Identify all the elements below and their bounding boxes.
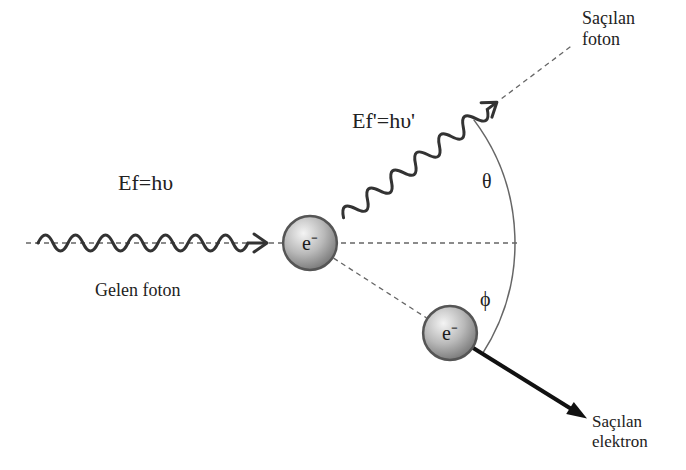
scattered-photon [338, 37, 579, 225]
annotation-label: Saçılan foton [582, 8, 662, 49]
angle-arc [474, 120, 515, 355]
dashed-connector [334, 258, 427, 318]
electron-sphere [423, 306, 477, 360]
electron-sphere [283, 216, 337, 270]
direction-line [502, 44, 574, 98]
annotation-label: Ef'=hυ' [352, 108, 415, 133]
annotation-label: ϕ [480, 288, 491, 311]
incoming-photon-wave [38, 235, 264, 251]
annotation-label: Gelen foton [95, 280, 180, 301]
scattered-photon-wave [339, 98, 499, 224]
annotation-label: Saçılan elektron [592, 412, 682, 451]
photon-arrowhead [481, 95, 502, 117]
annotation-label: Ef=hυ [118, 170, 173, 195]
annotation-label: θ [482, 170, 492, 193]
electron-circle: e⁻ [422, 305, 478, 361]
particle-symbol: e⁻ [302, 233, 318, 253]
electron-arrow [470, 346, 573, 410]
axis-line [26, 242, 520, 243]
photon-arrowhead [254, 234, 267, 252]
connector-layer [334, 258, 427, 318]
particle-symbol: e⁻ [442, 323, 458, 343]
electron-arrowhead [566, 402, 587, 418]
electron-circle: e⁻ [282, 215, 338, 271]
